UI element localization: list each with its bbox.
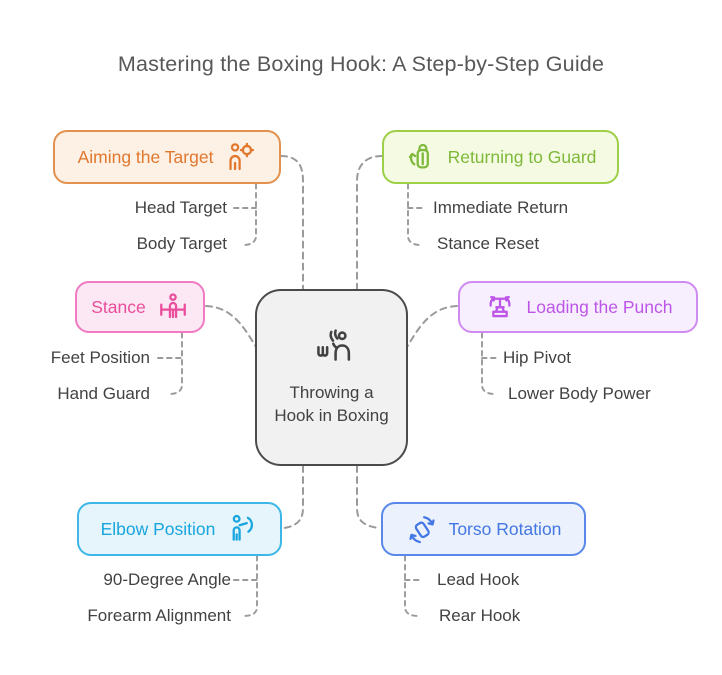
connector-elbow-children bbox=[233, 555, 258, 617]
node-aiming-the-target: Aiming the Target bbox=[53, 130, 281, 184]
subitem-lower-body-power: Lower Body Power bbox=[508, 384, 651, 403]
center-node: Throwing a Hook in Boxing bbox=[255, 289, 408, 466]
subitem-90-degree-angle: 90-Degree Angle bbox=[103, 570, 231, 589]
boxing-glove-return-icon bbox=[405, 141, 437, 173]
subitem-body-target: Body Target bbox=[136, 234, 227, 253]
subitem-immediate-return: Immediate Return bbox=[433, 198, 569, 217]
bent-elbow-person-icon bbox=[226, 513, 258, 545]
node-elbow-position: Elbow Position bbox=[77, 502, 282, 556]
node-label-elbow: Elbow Position bbox=[100, 518, 216, 539]
center-node-label: Throwing a Hook in Boxing bbox=[274, 383, 389, 425]
wide-stance-icon bbox=[157, 291, 189, 323]
subitem-forearm-alignment: Forearm Alignment bbox=[87, 606, 231, 625]
node-label-aiming: Aiming the Target bbox=[77, 146, 214, 167]
pivot-base-icon bbox=[484, 291, 516, 323]
node-label-loading: Loading the Punch bbox=[526, 296, 673, 317]
node-label-stance: Stance bbox=[91, 296, 146, 317]
subitem-stance-reset: Stance Reset bbox=[437, 234, 540, 253]
subitem-hip-pivot: Hip Pivot bbox=[503, 348, 572, 367]
connector-loading-children bbox=[481, 332, 498, 395]
connector-center-to-stance bbox=[205, 305, 257, 348]
subitem-rear-hook: Rear Hook bbox=[439, 606, 521, 625]
connector-center-to-loading bbox=[406, 305, 458, 348]
connector-center-to-elbow bbox=[283, 465, 304, 529]
connector-stance-children bbox=[157, 332, 183, 395]
node-loading-the-punch: Loading the Punch bbox=[458, 281, 698, 333]
connector-center-to-aiming bbox=[280, 155, 304, 290]
node-torso-rotation: Torso Rotation bbox=[381, 502, 586, 556]
page-title: Mastering the Boxing Hook: A Step-by-Ste… bbox=[117, 52, 605, 76]
connector-returning-children bbox=[407, 183, 423, 246]
node-returning-to-guard: Returning to Guard bbox=[382, 130, 619, 184]
connector-center-to-torso bbox=[356, 465, 380, 529]
node-label-returning: Returning to Guard bbox=[447, 146, 597, 167]
connector-aiming-children bbox=[233, 183, 257, 246]
subitem-lead-hook: Lead Hook bbox=[437, 570, 520, 589]
subitem-head-target: Head Target bbox=[134, 198, 227, 217]
boxer-throwing-hook-icon bbox=[309, 327, 355, 374]
connector-torso-children bbox=[404, 555, 421, 617]
subitem-feet-position: Feet Position bbox=[50, 348, 150, 367]
subitem-hand-guard: Hand Guard bbox=[57, 384, 150, 403]
node-stance: Stance bbox=[75, 281, 205, 333]
person-target-icon bbox=[224, 141, 256, 173]
node-label-torso: Torso Rotation bbox=[448, 518, 562, 539]
connector-center-to-returning bbox=[356, 155, 383, 290]
torso-rotation-icon bbox=[406, 513, 438, 545]
